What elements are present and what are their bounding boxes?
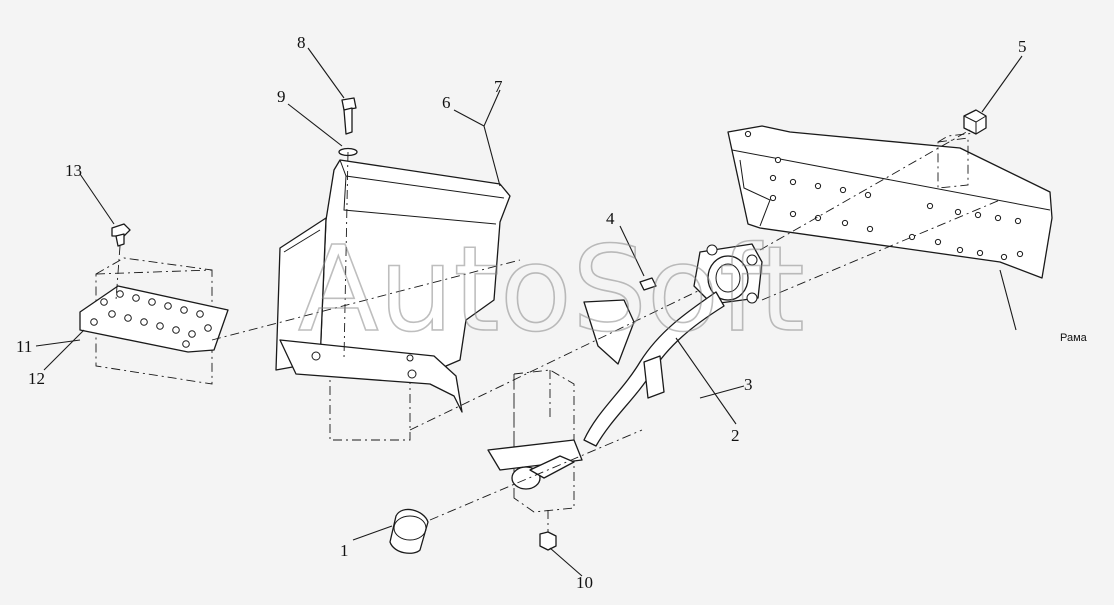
callout-10: 10 bbox=[576, 573, 593, 592]
callout-9: 9 bbox=[277, 87, 286, 106]
callout-7: 7 bbox=[494, 77, 503, 96]
screw-part-13 bbox=[111, 223, 131, 247]
callout-13: 13 bbox=[65, 161, 82, 180]
callout-11: 11 bbox=[16, 337, 32, 356]
centerlines bbox=[115, 129, 1001, 532]
callout-8: 8 bbox=[297, 33, 306, 52]
frame-holes bbox=[744, 130, 1024, 261]
callout-6: 6 bbox=[442, 93, 451, 112]
callout-5: 5 bbox=[1018, 37, 1027, 56]
callout-3: 3 bbox=[744, 375, 753, 394]
tow-pipe-assembly bbox=[583, 243, 763, 447]
nut-part-5 bbox=[937, 109, 987, 189]
callout-2: 2 bbox=[731, 426, 740, 445]
leader-lines bbox=[35, 47, 1023, 577]
callout-1: 1 bbox=[340, 541, 349, 560]
frame-rail bbox=[727, 125, 1053, 279]
callout-12: 12 bbox=[28, 369, 45, 388]
callout-labels: 1 2 3 4 5 6 7 8 9 10 11 12 13 Рама bbox=[16, 33, 1088, 592]
step-plate bbox=[79, 257, 229, 385]
cap-part-1 bbox=[389, 508, 429, 554]
bolt-and-washer bbox=[338, 97, 358, 157]
callout-4: 4 bbox=[606, 209, 615, 228]
frame-label: Рама bbox=[1060, 332, 1088, 344]
plate-holes bbox=[90, 290, 212, 348]
watermark: AutoSoft bbox=[298, 220, 805, 358]
step-bracket bbox=[275, 159, 511, 441]
clamp-part bbox=[487, 369, 583, 551]
